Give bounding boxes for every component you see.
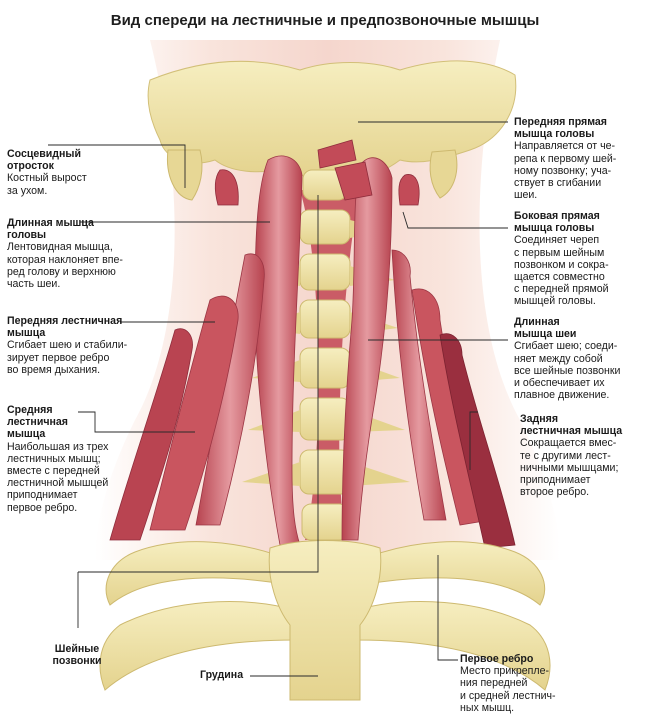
leader-lines [48,121,508,677]
label-cervical-vertebrae: Шейные позвонки [32,643,122,667]
label-longus-capitis: Длинная мышца головы Лентовидная мышца, … [7,217,157,290]
label-rectus-capitis-anterior-desc: Направляется от че- репа к первому шей- … [514,140,617,202]
label-first-rib-desc: Место прикрепле- ния передней и средней … [460,665,556,714]
label-posterior-scalene-heading: Задняя лестничная мышца [520,413,623,438]
label-rectus-capitis-lateralis: Боковая прямая мышца головы Соединяет че… [514,210,646,308]
label-longus-colli: Длинная мышца шеи Сгибает шею; соеди- ня… [514,316,646,401]
sternum [268,540,382,701]
longus-capitis-right [341,157,393,541]
label-middle-scalene-heading: Средняя лестничная мышца [7,404,68,441]
first-rib-right [359,541,546,606]
posterior-scalene-right [439,333,516,549]
first-rib-left [105,541,291,606]
label-posterior-scalene: Задняя лестничная мышца Сокращается вмес… [520,413,648,498]
label-anterior-scalene: Передняя лестничная мышца Сгибает шею и … [7,315,157,376]
label-longus-capitis-desc: Лентовидная мышца, которая наклоняет впе… [7,241,123,291]
label-rectus-capitis-lateralis-desc: Соединяет череп с первым шейным позвонко… [514,234,609,308]
label-middle-scalene-desc: Наибольшая из трех лестничных мышц; вмес… [7,440,109,514]
label-sternum-heading: Грудина [200,669,244,681]
label-posterior-scalene-desc: Сокращается вмес- те с другими лест- нич… [520,437,619,499]
label-mastoid-heading: Сосцевидный отросток [7,148,81,173]
label-anterior-scalene-desc: Сгибает шею и стабили- зирует первое реб… [7,339,128,376]
label-anterior-scalene-heading: Передняя лестничная мышца [7,315,123,340]
mastoid-process-right [429,149,458,199]
label-middle-scalene: Средняя лестничная мышца Наибольшая из т… [7,404,157,514]
page-title: Вид спереди на лестничные и предпозвоноч… [110,12,540,29]
label-longus-colli-heading: Длинная мышца шеи [514,316,577,341]
label-longus-colli-desc: Сгибает шею; соеди- няет между собой все… [514,340,621,402]
label-first-rib: Первое ребро Место прикрепле- ния передн… [460,653,600,714]
second-rib-left [99,601,296,691]
middle-scalene-left [149,295,239,531]
posterior-scalene-left [109,328,193,541]
label-rectus-capitis-anterior-heading: Передняя прямая мышца головы [514,116,607,141]
label-rectus-capitis-lateralis-heading: Боковая прямая мышца головы [514,210,600,235]
rectus-capitis-anterior [317,139,357,169]
label-cervical-vertebrae-heading: Шейные позвонки [52,643,102,668]
anterior-scalene-right [391,249,447,521]
label-longus-capitis-heading: Длинная мышца головы [7,217,94,242]
label-mastoid-desc: Костный вырост за ухом. [7,172,87,197]
label-sternum: Грудина [200,669,280,681]
rectus-capitis-lateralis-right [398,174,420,206]
rectus-capitis-lateralis-left [214,169,239,206]
label-mastoid: Сосцевидный отросток Костный вырост за у… [7,148,157,197]
label-rectus-capitis-anterior: Передняя прямая мышца головы Направляетс… [514,116,646,201]
label-first-rib-heading: Первое ребро [460,653,534,665]
